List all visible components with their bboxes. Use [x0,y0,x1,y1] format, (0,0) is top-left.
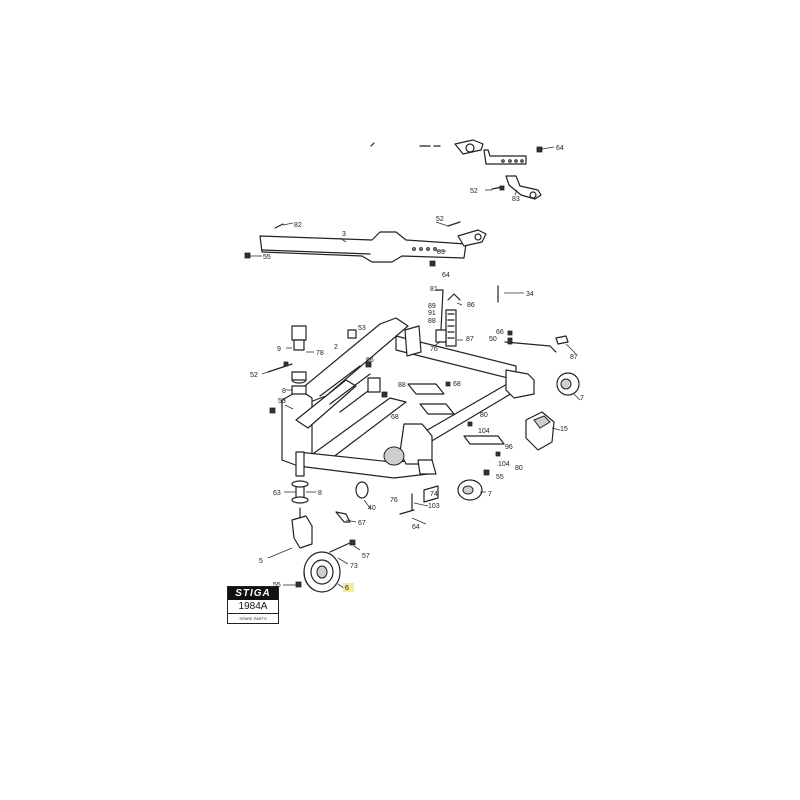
top-bracket-assembly [370,139,555,200]
label: 87 [466,336,474,343]
label: 96 [505,444,513,451]
label: 66 [366,357,374,364]
left-parts [261,347,314,410]
label: 15 [560,426,568,433]
label: 52 [250,372,258,379]
label: 64 [556,145,564,152]
right-parts [335,372,581,523]
label: 7 [580,395,584,402]
label: 89 [428,303,436,310]
spring-cluster [433,285,577,355]
label: 83 [512,196,520,203]
label: 91 [428,310,436,317]
label: 86 [467,302,475,309]
label: 78 [316,350,324,357]
label: 63 [273,490,281,497]
label: 2 [334,344,338,351]
brand-name: STIGA [228,587,278,600]
label: 104 [498,461,510,468]
link-bar [244,221,487,267]
label: 52 [470,188,478,195]
label: 8 [318,490,322,497]
label: 80 [515,465,523,472]
label: 74 [430,491,438,498]
label: 68 [453,381,461,388]
callout-labels: 64 52 83 82 3 52 55 83 64 81 89 91 88 86… [250,145,584,589]
label: 9 [277,346,281,353]
label: 8 [282,388,286,395]
label: 82 [294,222,302,229]
label: 76 [430,346,438,353]
main-frame [269,317,535,479]
label: 83 [437,249,445,256]
label: 88 [398,382,406,389]
label: 52 [436,216,444,223]
label: 64 [412,524,420,531]
label: 57 [362,553,370,560]
highlight-marker [343,583,354,592]
label: 53 [278,398,286,405]
label: 104 [478,428,490,435]
diagram-code: 1984A [228,600,278,614]
label: 66 [496,329,504,336]
label: 81 [430,286,438,293]
label: 88 [428,318,436,325]
label: 7 [488,491,492,498]
logo-subtitle: SPARE PARTS [239,616,267,621]
label: 55 [263,254,271,261]
label: 103 [428,503,440,510]
label: 73 [350,563,358,570]
label: 64 [442,272,450,279]
plates [399,381,505,525]
label: 40 [368,505,376,512]
label: 53 [358,325,366,332]
label: 5 [259,558,263,565]
label: 3 [342,231,346,238]
label: 76 [390,497,398,504]
label: 55 [496,474,504,481]
label: 68 [391,414,399,421]
label: 80 [480,412,488,419]
label: 67 [358,520,366,527]
label: 50 [489,336,497,343]
label: 55 [273,582,281,589]
label: 87 [570,354,578,361]
caster-assembly [267,480,361,593]
label: 34 [526,291,534,298]
brand-logo: STIGA 1984A SPARE PARTS [227,586,279,624]
